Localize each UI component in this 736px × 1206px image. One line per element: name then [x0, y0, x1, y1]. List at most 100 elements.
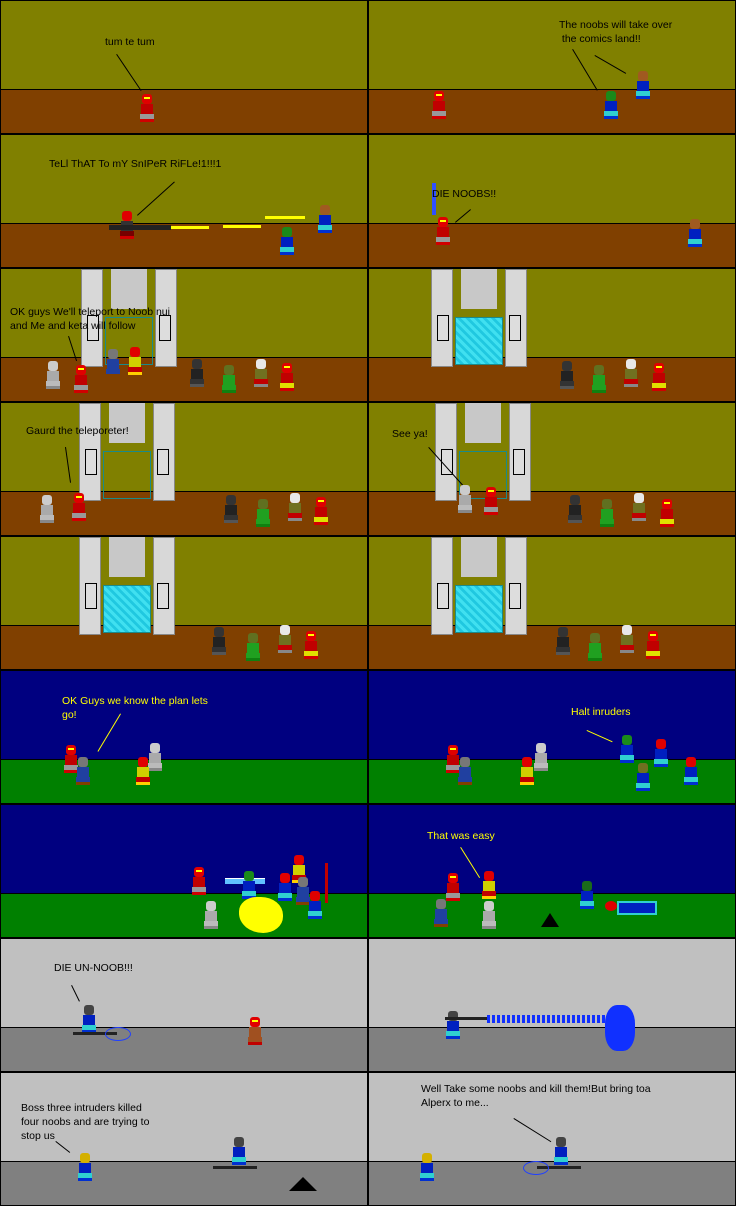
sky: [369, 1, 735, 90]
dark-horned-villain-figure: [553, 1137, 569, 1165]
dark-horned-villain-figure: [81, 1005, 97, 1033]
green-noob-figure: [279, 227, 295, 255]
speech-text: tum te tum: [105, 36, 155, 48]
sky: [1, 135, 367, 224]
red-noob-figure: [277, 873, 293, 901]
dark-horned-villain-figure: [445, 1011, 461, 1039]
green-toa-figure: [587, 633, 603, 661]
red-toa-figure: [73, 365, 89, 393]
red-yellow-toa-figure: [651, 363, 667, 391]
crater-debris: [541, 913, 559, 927]
blue-energy: [105, 1027, 131, 1041]
crater-debris: [289, 1177, 317, 1191]
black-toa-figure: [567, 495, 583, 523]
green-noob-figure: [241, 871, 257, 899]
blue-energy: [523, 1161, 549, 1175]
silver-toa-figure: [203, 901, 219, 929]
silver-toa-figure: [147, 743, 163, 771]
black-toa-figure: [223, 495, 239, 523]
red-toa-figure: [435, 217, 451, 245]
panel-7: Gaurd the teleporeter!: [0, 402, 368, 536]
sky: [369, 537, 735, 626]
ground: [1, 760, 367, 803]
brown-noob-figure: [635, 71, 651, 99]
sky: [1, 269, 367, 358]
fallen-noob-head: [605, 901, 617, 911]
red-white-toa-figure: [619, 625, 635, 653]
gold-crowned-noob-figure: [419, 1153, 435, 1181]
sky: [1, 403, 367, 492]
red-white-toa-figure: [253, 359, 269, 387]
gray-toa-figure: [105, 349, 121, 377]
ground: [369, 626, 735, 669]
ground: [1, 90, 367, 133]
panel-3: TeLl ThAT To mY SnIPeR RiFLe!1!!!1: [0, 134, 368, 268]
ground: [1, 358, 367, 401]
speech-text: The noobs will take over the comics land…: [559, 19, 673, 45]
black-toa-figure: [189, 359, 205, 387]
red-toa-figure: [483, 487, 499, 515]
panel-13: [0, 804, 368, 938]
green-toa-figure: [255, 499, 271, 527]
ground: [369, 492, 735, 535]
gray-toa-figure: [75, 757, 91, 785]
fallen-noob-body: [617, 901, 657, 915]
bullet-tracer: [223, 225, 261, 228]
ground: [1, 224, 367, 267]
staff-weapon: [445, 1017, 487, 1020]
gray-toa-figure: [433, 899, 449, 927]
sky: [1, 671, 367, 760]
panel-4: DIE NOOBS!!: [368, 134, 736, 268]
bullet-tracer: [265, 216, 305, 219]
green-noob-figure: [619, 735, 635, 763]
panel-14: That was easy: [368, 804, 736, 938]
brown-noob-figure: [317, 205, 333, 233]
red-noob-figure: [307, 891, 323, 919]
ground: [369, 760, 735, 803]
teleporter: [435, 403, 531, 501]
sky: [1, 1, 367, 90]
teleporter-active: [431, 269, 527, 367]
red-noob-figure: [653, 739, 669, 767]
red-toa-figure: [445, 745, 461, 773]
panel-12: Halt inruders: [368, 670, 736, 804]
speech-text: See ya!: [392, 428, 428, 440]
speech-text: Well Take some noobs and kill them!But b…: [421, 1083, 651, 1109]
panel-1: tum te tum: [0, 0, 368, 134]
speech-text: Boss three intruders killed four noobs a…: [21, 1102, 150, 1142]
ground: [1, 492, 367, 535]
speech-text: TeLl ThAT To mY SnIPeR RiFLe!1!!!1: [49, 158, 222, 170]
speech-text: OK guys We'll teleport to Noob nui and M…: [10, 306, 170, 332]
sky: [1, 805, 367, 894]
sky: [369, 403, 735, 492]
panel-5: OK guys We'll teleport to Noob nui and M…: [0, 268, 368, 402]
sky: [369, 671, 735, 760]
speech-text: Gaurd the teleporeter!: [26, 425, 129, 437]
silver-toa-figure: [481, 901, 497, 929]
red-toa-figure: [71, 493, 87, 521]
green-noob-figure: [603, 91, 619, 119]
black-toa-figure: [211, 627, 227, 655]
panel-6: [368, 268, 736, 402]
red-white-toa-figure: [631, 493, 647, 521]
brown-noob-figure: [687, 219, 703, 247]
silver-toa-figure: [533, 743, 549, 771]
black-toa-figure: [559, 361, 575, 389]
panel-9: [0, 536, 368, 670]
red-masked-toa-figure: [127, 347, 143, 375]
speech-text: DIE UN-NOOB!!!: [54, 962, 133, 974]
red-masked-toa-figure: [481, 871, 497, 899]
speech-text: That was easy: [427, 830, 495, 842]
panel-18: Well Take some noobs and kill them!But b…: [368, 1072, 736, 1206]
teleporter: [81, 269, 177, 367]
red-staff: [325, 863, 328, 903]
teleporter-active: [79, 537, 175, 635]
dark-horned-villain-figure: [231, 1137, 247, 1165]
gray-toa-figure: [457, 757, 473, 785]
red-yellow-toa-figure: [659, 499, 675, 527]
sky: [369, 269, 735, 358]
panel-10: [368, 536, 736, 670]
red-toa-figure: [139, 94, 155, 122]
wall: [369, 939, 735, 1028]
